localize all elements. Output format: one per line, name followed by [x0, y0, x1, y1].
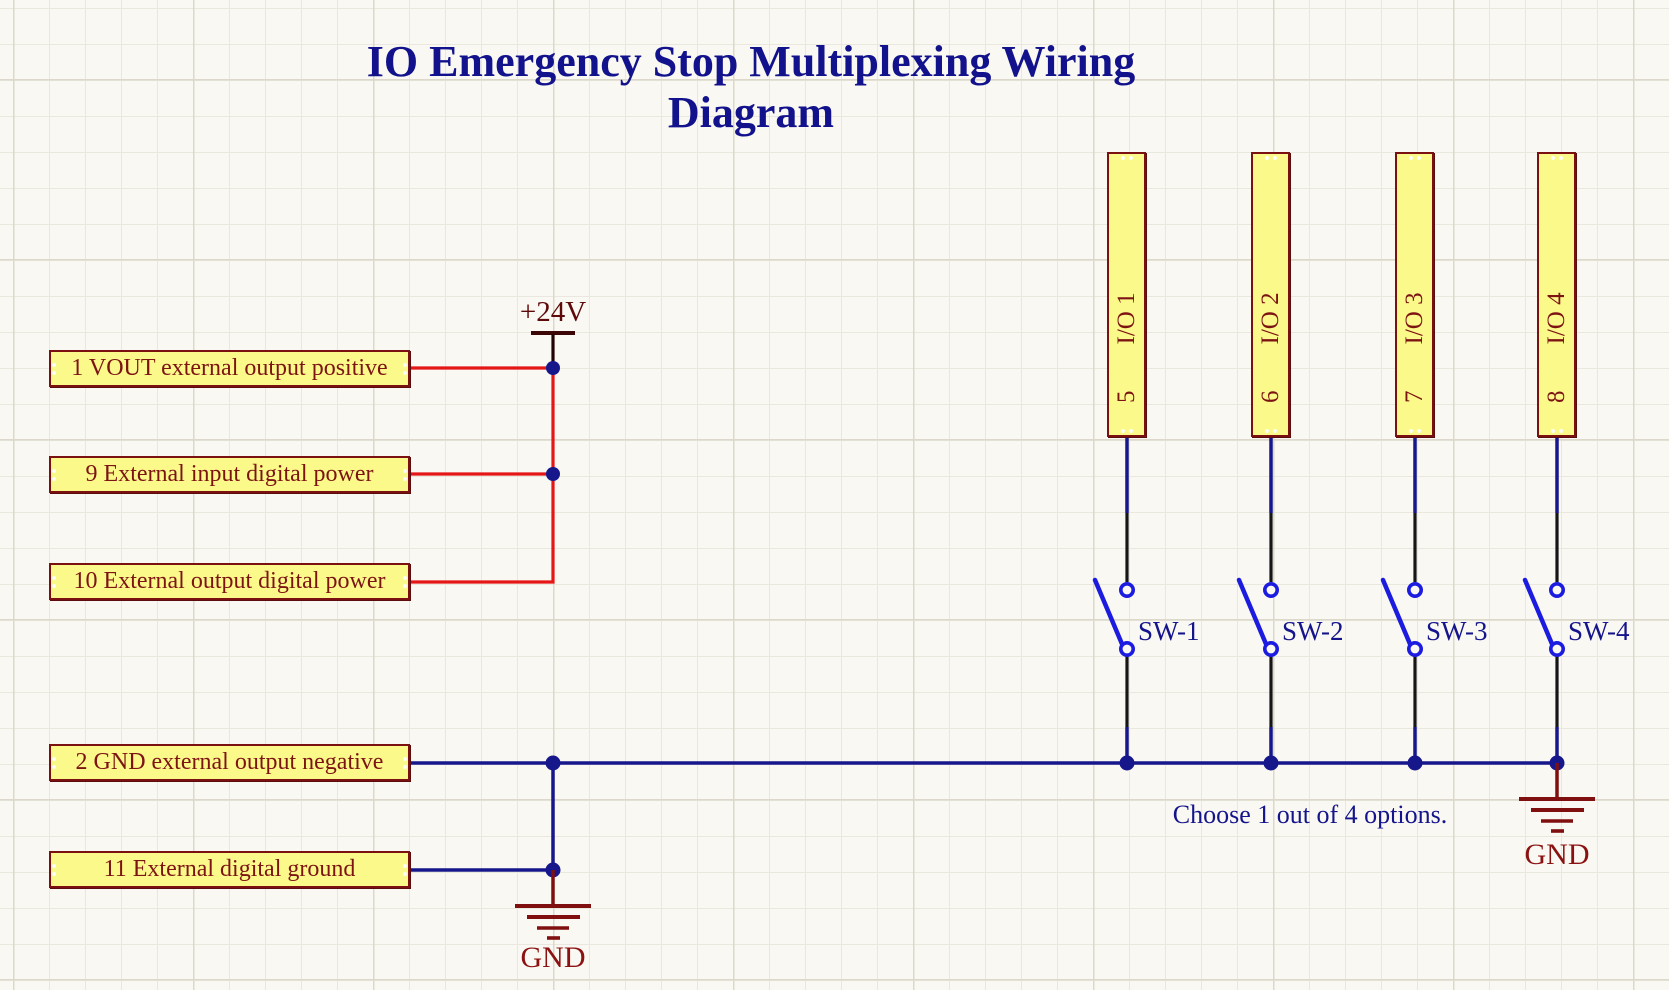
io-connector-text: 5 I/O 1: [1110, 155, 1144, 435]
sw4-lever: [1522, 577, 1555, 647]
io-connector-2: 6 I/O 2: [1251, 152, 1290, 437]
pin-box-label: 1 VOUT external output positive: [71, 355, 388, 381]
ground-symbol-right: [1519, 763, 1595, 833]
io-pin-number: 6: [1256, 390, 1284, 403]
gnd-right-net-label: GND: [1524, 838, 1590, 871]
gnd-left-net-label: GND: [520, 941, 586, 974]
switch-sw3: [1380, 577, 1424, 657]
switch-sw2: [1236, 577, 1280, 657]
pin-box-label: 10 External output digital power: [73, 568, 386, 594]
pin-box-11-ground: 11 External digital ground: [49, 851, 410, 888]
io-connector-text: 6 I/O 2: [1254, 155, 1288, 435]
pin-box-2-gnd: 2 GND external output negative: [49, 744, 410, 781]
sw3-contact-bottom: [1407, 640, 1424, 657]
io-connector-text: 7 I/O 3: [1398, 155, 1432, 435]
junction-dots: [545, 361, 1565, 878]
diagram-title: IO Emergency Stop Multiplexing Wiring Di…: [366, 37, 1136, 137]
power-wires: [409, 366, 555, 584]
io-connector-4: 8 I/O 4: [1537, 152, 1576, 437]
switch-sw4: [1522, 577, 1566, 657]
io-connector-text: 8 I/O 4: [1540, 155, 1574, 435]
pin-box-label: 2 GND external output negative: [75, 749, 384, 775]
junction-bus-sw2: [1263, 755, 1279, 771]
junction-24v-2: [546, 467, 560, 481]
io-connector-3: 7 I/O 3: [1395, 152, 1434, 437]
junction-bus-sw3: [1407, 755, 1423, 771]
io-connector-1: 5 I/O 1: [1107, 152, 1146, 437]
signal-wires: [1125, 513, 1559, 727]
pin-box-9-input-power: 9 External input digital power: [49, 456, 410, 493]
note-choose-option: Choose 1 out of 4 options.: [1172, 800, 1448, 829]
sw2-contact-top: [1263, 581, 1280, 598]
sw4-contact-top: [1549, 581, 1566, 598]
switch-label-sw3: SW-3: [1426, 616, 1488, 646]
pin-box-label: 11 External digital ground: [103, 856, 356, 882]
junction-24v-1: [546, 361, 560, 375]
switch-label-sw4: SW-4: [1568, 616, 1630, 646]
sw2-contact-bottom: [1263, 640, 1280, 657]
sw4-contact-bottom: [1549, 640, 1566, 657]
io-net-label: I/O 2: [1256, 291, 1284, 344]
junction-bus-sw1: [1119, 755, 1135, 771]
junction-gnd-1: [545, 755, 561, 771]
sw1-contact-bottom: [1119, 640, 1136, 657]
io-net-label: I/O 4: [1542, 291, 1570, 344]
io-pin-number: 7: [1400, 390, 1428, 403]
sw3-lever: [1380, 577, 1413, 647]
io-net-label: I/O 3: [1400, 291, 1428, 344]
sw3-contact-top: [1407, 581, 1424, 598]
io-net-label: I/O 1: [1112, 291, 1140, 344]
pin-box-10-output-power: 10 External output digital power: [49, 563, 410, 600]
switch-symbols: [1092, 577, 1566, 657]
wire-rail-to-pin10: [409, 368, 555, 584]
sw2-lever: [1236, 577, 1269, 647]
io-pin-number: 8: [1542, 390, 1570, 403]
switch-sw1: [1092, 577, 1136, 657]
pin-box-1-vout: 1 VOUT external output positive: [49, 350, 410, 387]
switch-label-sw2: SW-2: [1282, 616, 1344, 646]
switch-label-sw1: SW-1: [1138, 616, 1200, 646]
sw1-contact-top: [1119, 581, 1136, 598]
ground-symbol-left: [515, 870, 591, 940]
io-pin-number: 5: [1112, 390, 1140, 403]
pin-box-label: 9 External input digital power: [85, 461, 374, 487]
sw1-lever: [1092, 577, 1125, 647]
power-net-label: +24V: [519, 296, 587, 328]
